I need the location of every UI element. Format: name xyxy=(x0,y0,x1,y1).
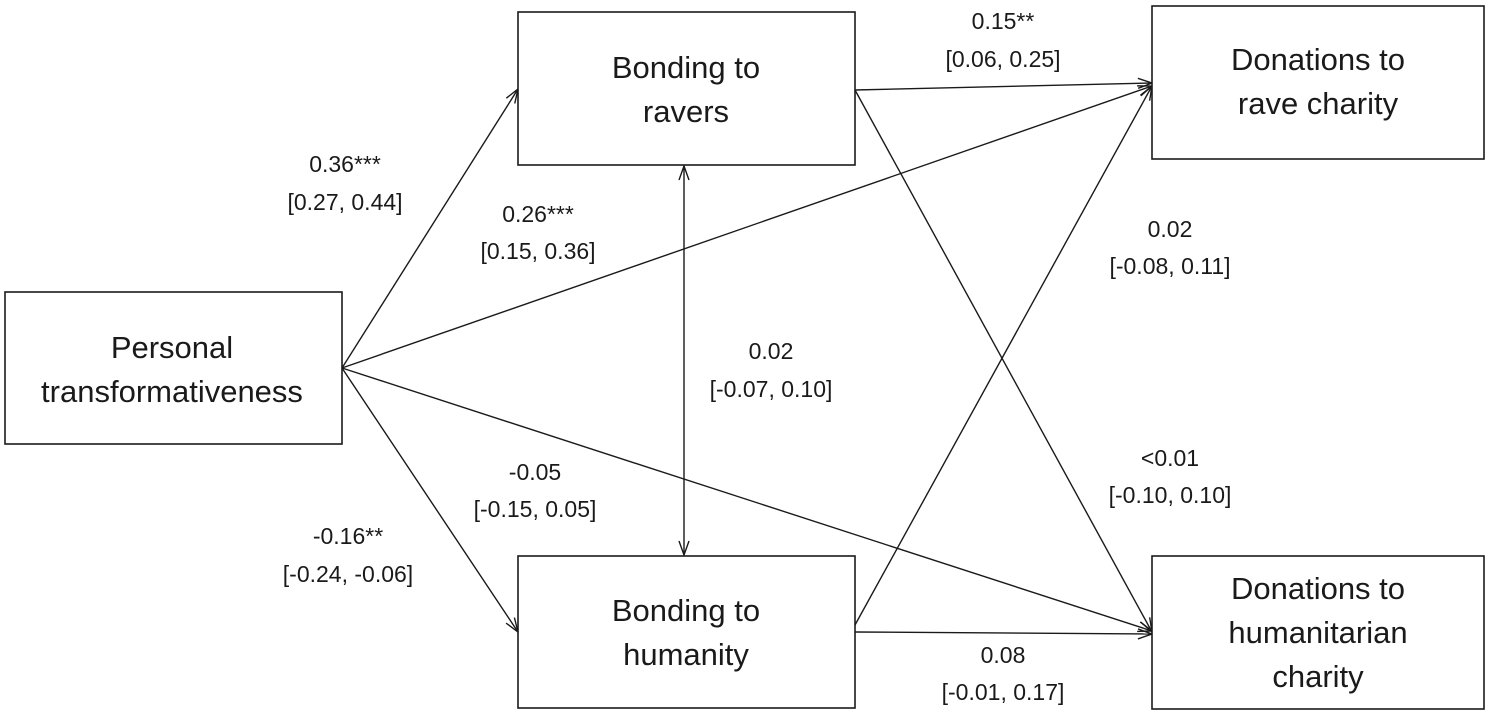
node-box xyxy=(1151,555,1485,710)
node-label-line3: charity xyxy=(1272,659,1364,694)
edge-humanity-to-rave-charity xyxy=(854,86,1152,626)
node-label-line2: humanity xyxy=(623,637,749,672)
node-label-line2: transformativeness xyxy=(41,374,303,409)
confidence-interval-label: [-0.08, 0.11] xyxy=(1109,253,1230,279)
coefficient-label: 0.02 xyxy=(749,338,794,364)
label-personal-to-humanitarian-charity: -0.05 [-0.15, 0.05] xyxy=(474,459,597,522)
coefficient-label: 0.15** xyxy=(972,8,1035,34)
label-humanity-to-rave-charity: 0.02 [-0.08, 0.11] xyxy=(1109,216,1230,279)
coefficient-label: 0.26*** xyxy=(502,201,574,227)
confidence-interval-label: [-0.10, 0.10] xyxy=(1109,482,1232,508)
edge-personal-to-ravers xyxy=(341,89,518,369)
label-ravers-to-rave-charity: 0.15** [0.06, 0.25] xyxy=(945,8,1060,72)
node-donations-to-rave-charity: Donations to rave charity xyxy=(1151,5,1485,160)
confidence-interval-label: [-0.01, 0.17] xyxy=(942,679,1065,705)
node-label-line2: humanitarian xyxy=(1228,615,1407,650)
edge-ravers-to-rave-charity xyxy=(854,83,1152,91)
label-personal-to-rave-charity: 0.26*** [0.15, 0.36] xyxy=(480,201,595,264)
label-personal-to-humanity: -0.16** [-0.24, -0.06] xyxy=(283,523,413,587)
node-label-line1: Donations to xyxy=(1231,571,1405,606)
node-donations-to-humanitarian-charity: Donations to humanitarian charity xyxy=(1151,555,1485,710)
node-label-line1: Bonding to xyxy=(612,593,760,628)
node-bonding-to-ravers: Bonding to ravers xyxy=(517,11,856,166)
coefficient-label: -0.05 xyxy=(509,459,561,485)
label-personal-to-ravers: 0.36*** [0.27, 0.44] xyxy=(287,151,402,215)
coefficient-label: 0.02 xyxy=(1148,216,1193,242)
confidence-interval-label: [0.15, 0.36] xyxy=(480,238,595,264)
node-label-line1: Bonding to xyxy=(612,50,760,85)
label-ravers-to-humanitarian-charity: <0.01 [-0.10, 0.10] xyxy=(1109,445,1232,508)
node-label-line1: Personal xyxy=(111,330,233,365)
node-label-line2: ravers xyxy=(643,94,729,129)
confidence-interval-label: [-0.24, -0.06] xyxy=(283,561,413,587)
node-box xyxy=(4,291,343,445)
confidence-interval-label: [-0.15, 0.05] xyxy=(474,496,597,522)
node-box xyxy=(1151,5,1485,160)
node-box xyxy=(517,555,856,709)
node-personal-transformativeness: Personal transformativeness xyxy=(4,291,343,445)
edge-labels: 0.36*** [0.27, 0.44] 0.26*** [0.15, 0.36… xyxy=(283,8,1232,705)
coefficient-label: 0.08 xyxy=(981,642,1026,668)
edge-personal-to-humanity xyxy=(341,367,518,632)
coefficient-label: -0.16** xyxy=(313,523,383,549)
edge-humanity-to-humanitarian-charity xyxy=(854,632,1152,634)
confidence-interval-label: [-0.07, 0.10] xyxy=(710,376,833,402)
edge-ravers-to-humanitarian-charity xyxy=(854,89,1152,632)
node-label-line2: rave charity xyxy=(1238,86,1399,121)
label-ravers-humanity-covariance: 0.02 [-0.07, 0.10] xyxy=(710,338,833,402)
coefficient-label: 0.36*** xyxy=(309,151,381,177)
coefficient-label: <0.01 xyxy=(1141,445,1199,471)
edge-personal-to-rave-charity xyxy=(341,86,1152,369)
edges xyxy=(341,83,1152,634)
confidence-interval-label: [0.27, 0.44] xyxy=(287,189,402,215)
node-bonding-to-humanity: Bonding to humanity xyxy=(517,555,856,709)
node-box xyxy=(517,11,856,166)
node-label-line1: Donations to xyxy=(1231,42,1405,77)
edge-personal-to-humanitarian-charity xyxy=(341,367,1152,631)
label-humanity-to-humanitarian-charity: 0.08 [-0.01, 0.17] xyxy=(942,642,1065,705)
confidence-interval-label: [0.06, 0.25] xyxy=(945,46,1060,72)
